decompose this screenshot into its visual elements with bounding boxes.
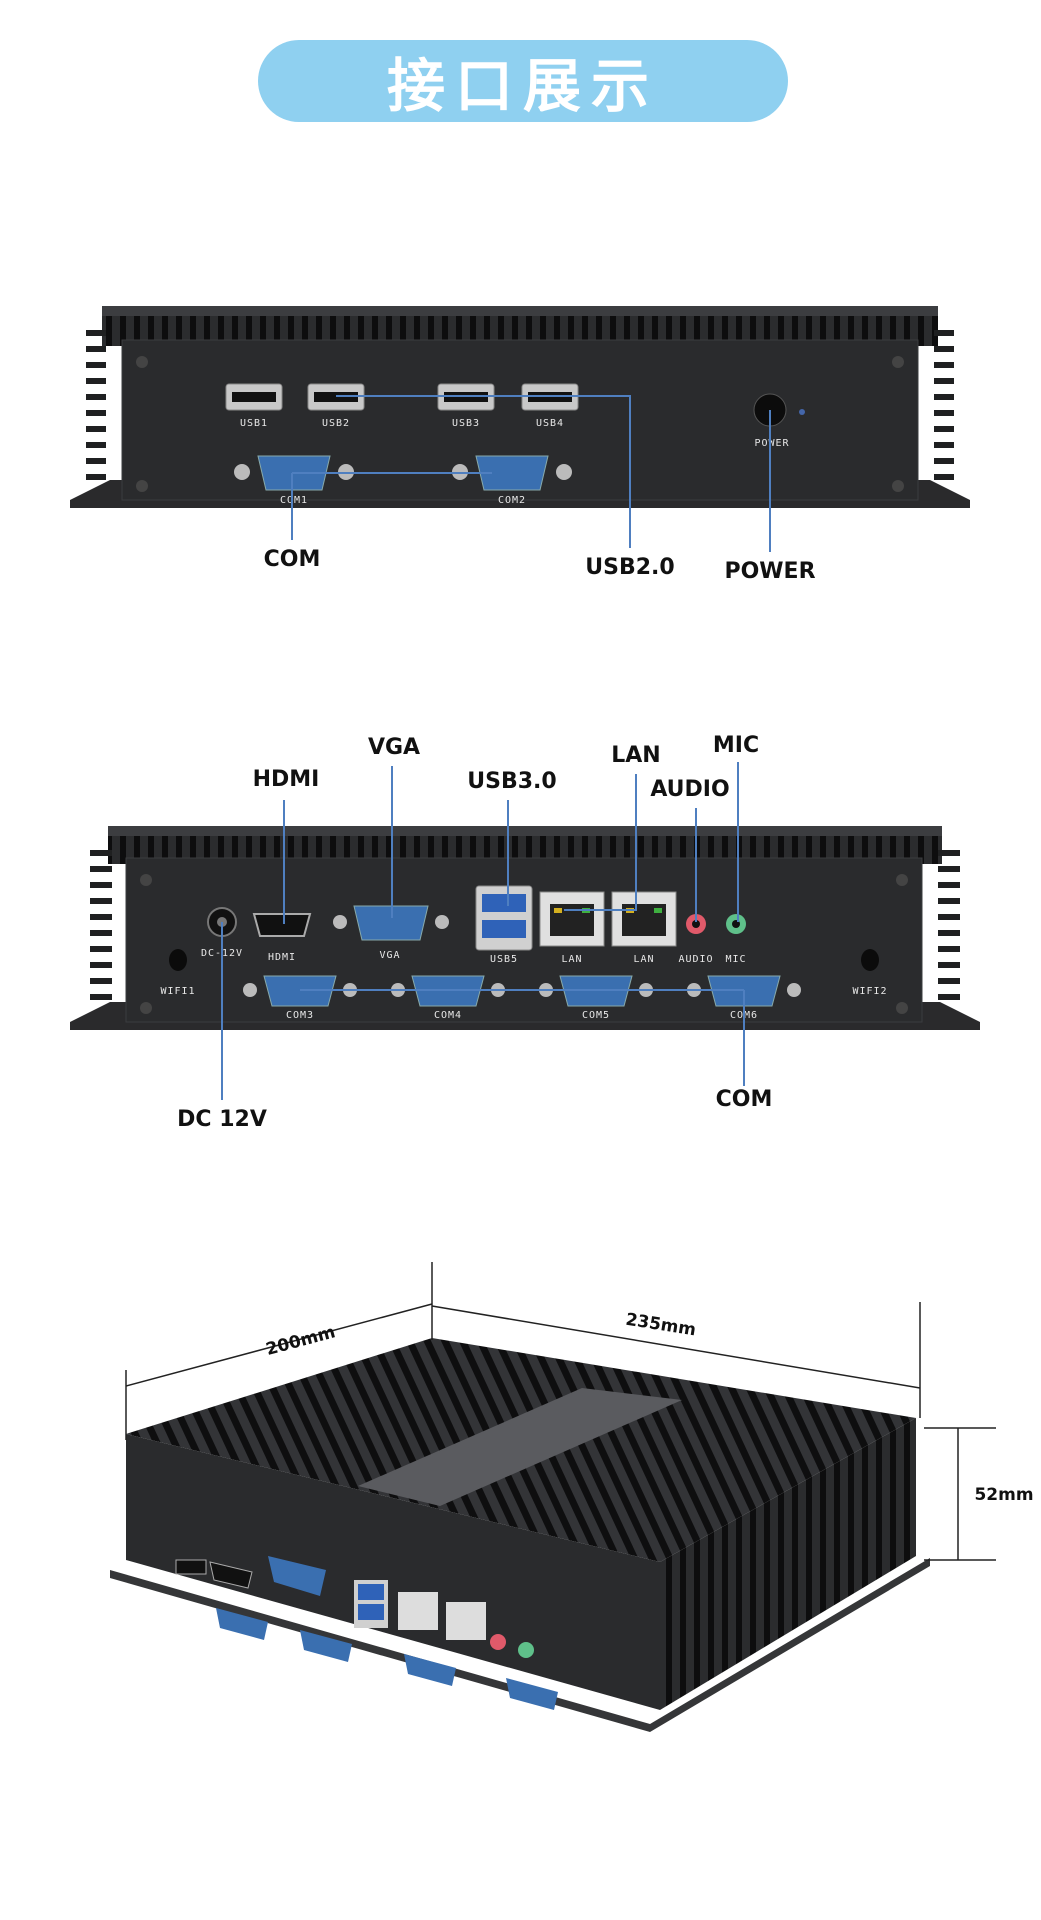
title-banner: 接口展示	[258, 40, 788, 122]
dim-height: 52mm	[974, 1485, 1033, 1505]
front-leader-lines	[291, 395, 771, 552]
label-mic: MIC	[725, 954, 746, 965]
label-usb5: USB5	[490, 954, 518, 965]
label-power: POWER	[754, 438, 789, 449]
label-com2: COM2	[498, 495, 526, 506]
label-wifi1: WIFI1	[160, 986, 195, 997]
label-usb2: USB2	[322, 418, 350, 429]
callout-usb2: USB2.0	[585, 555, 674, 580]
label-lan2: LAN	[633, 954, 654, 965]
callout-com-front: COM	[264, 547, 321, 572]
dim-depth: 200mm	[264, 1322, 338, 1360]
label-com3: COM3	[286, 1010, 314, 1021]
label-usb1: USB1	[240, 418, 268, 429]
label-vga: VGA	[379, 950, 400, 961]
dim-width: 235mm	[624, 1310, 697, 1341]
rear-leader-lines	[221, 762, 745, 1100]
callout-com-rear: COM	[716, 1087, 773, 1112]
callout-dc: DC 12V	[177, 1107, 267, 1132]
callout-vga: VGA	[368, 735, 420, 760]
label-com4: COM4	[434, 1010, 462, 1021]
callout-lan: LAN	[611, 743, 660, 768]
label-lan1: LAN	[561, 954, 582, 965]
banner-title: 接口展示	[386, 52, 659, 120]
label-hdmi: HDMI	[268, 952, 296, 963]
callout-usb3: USB3.0	[467, 769, 556, 794]
callout-audio: AUDIO	[650, 777, 729, 802]
label-audio: AUDIO	[678, 954, 713, 965]
dimension-lines	[125, 1262, 996, 1561]
callout-hdmi: HDMI	[253, 767, 320, 792]
label-wifi2: WIFI2	[852, 986, 887, 997]
label-com1: COM1	[280, 495, 308, 506]
label-usb3: USB3	[452, 418, 480, 429]
callout-mic: MIC	[713, 733, 759, 758]
label-usb4: USB4	[536, 418, 564, 429]
isometric-device	[110, 1338, 930, 1732]
front-panel-device	[70, 306, 970, 508]
label-com5: COM5	[582, 1010, 610, 1021]
rear-panel-device	[70, 826, 980, 1030]
callout-power: POWER	[724, 559, 815, 584]
